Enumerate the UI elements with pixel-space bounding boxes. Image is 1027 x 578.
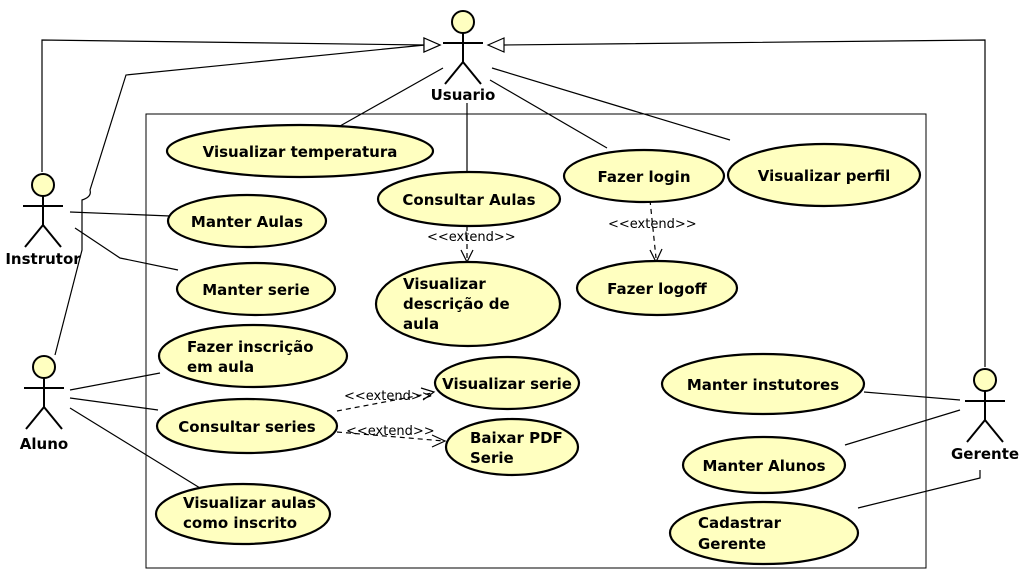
assoc-usuario-login xyxy=(489,79,608,149)
actor-gerente-label: Gerente xyxy=(951,445,1019,463)
svg-text:Manter instutores: Manter instutores xyxy=(687,376,839,394)
usecase-visualizar-aulas-inscrito[interactable]: Visualizar aulas como inscrito xyxy=(154,482,332,546)
usecase-baixar-pdf-serie[interactable]: Baixar PDF Serie xyxy=(444,417,580,477)
assoc-gerente-cadastrar xyxy=(857,470,981,509)
svg-text:aula: aula xyxy=(403,315,439,333)
usecase-manter-instrutores[interactable]: Manter instutores xyxy=(660,352,866,416)
usecase-consultar-aulas[interactable]: Consultar Aulas xyxy=(376,170,562,228)
svg-text:em aula: em aula xyxy=(187,358,254,376)
assoc-gerente-instrutores xyxy=(863,391,961,401)
extend-arrow-baixar xyxy=(431,434,447,448)
svg-text:Fazer inscrição: Fazer inscrição xyxy=(187,338,314,356)
usecase-manter-serie[interactable]: Manter serie xyxy=(175,261,337,317)
svg-text:Manter Alunos: Manter Alunos xyxy=(702,457,825,475)
svg-text:Consultar Aulas: Consultar Aulas xyxy=(402,191,535,209)
svg-text:descrição de: descrição de xyxy=(403,295,510,313)
svg-text:como inscrito: como inscrito xyxy=(183,514,297,532)
actor-usuario-label: Usuario xyxy=(431,86,496,104)
extend-label-logoff: <<extend>> xyxy=(608,217,697,232)
extend-login-logoff xyxy=(649,199,657,259)
assoc-instrutor-manter-aulas xyxy=(69,211,171,217)
assoc-usuario-temperatura xyxy=(339,67,444,127)
usecase-manter-aulas[interactable]: Manter Aulas xyxy=(166,193,328,249)
actor-aluno-head xyxy=(32,355,56,379)
svg-text:Gerente: Gerente xyxy=(698,535,766,553)
generalization-instrutor-usuario xyxy=(41,39,426,172)
svg-text:Visualizar perfil: Visualizar perfil xyxy=(758,167,891,185)
svg-text:Fazer login: Fazer login xyxy=(597,168,690,186)
extend-arrow-visualizar xyxy=(420,387,436,401)
svg-text:Manter serie: Manter serie xyxy=(202,281,310,299)
actor-aluno[interactable]: Aluno xyxy=(20,355,68,453)
assoc-gerente-alunos xyxy=(844,409,961,446)
svg-text:Visualizar aulas: Visualizar aulas xyxy=(183,494,316,512)
actor-instrutor[interactable]: Instrutor xyxy=(5,173,81,268)
usecase-consultar-series[interactable]: Consultar series xyxy=(155,397,339,455)
svg-text:Consultar series: Consultar series xyxy=(178,418,315,436)
actor-gerente[interactable]: Gerente xyxy=(951,368,1019,463)
usecase-manter-alunos[interactable]: Manter Alunos xyxy=(681,435,847,495)
usecase-visualizar-serie[interactable]: Visualizar serie xyxy=(433,355,581,411)
actor-instrutor-label: Instrutor xyxy=(5,250,81,268)
svg-text:Visualizar temperatura: Visualizar temperatura xyxy=(203,143,398,161)
generalization-aluno-usuario xyxy=(54,44,426,356)
usecase-fazer-inscricao[interactable]: Fazer inscrição em aula xyxy=(157,323,349,389)
assoc-aluno-consultar-series xyxy=(69,397,159,411)
generalization-head-aluno xyxy=(423,37,442,53)
svg-text:Cadastrar: Cadastrar xyxy=(698,514,782,532)
assoc-instrutor-manter-serie xyxy=(74,227,179,271)
svg-text:Visualizar: Visualizar xyxy=(403,275,486,293)
svg-text:Fazer logoff: Fazer logoff xyxy=(607,280,708,298)
svg-text:Manter Aulas: Manter Aulas xyxy=(191,213,303,231)
generalization-head-gerente xyxy=(486,37,505,53)
usecase-visualizar-perfil[interactable]: Visualizar perfil xyxy=(726,142,922,208)
extend-label-baixar: <<extend>> xyxy=(346,424,435,439)
svg-text:Visualizar serie: Visualizar serie xyxy=(442,375,572,393)
svg-text:Serie: Serie xyxy=(470,449,514,467)
actor-gerente-head xyxy=(973,368,997,392)
generalization-gerente-usuario xyxy=(503,39,986,367)
usecase-visualizar-descricao-aula[interactable]: Visualizar descrição de aula xyxy=(374,260,562,348)
actor-instrutor-head xyxy=(31,173,55,197)
usecase-visualizar-temperatura[interactable]: Visualizar temperatura xyxy=(165,123,435,179)
assoc-aluno-aulas-inscrito xyxy=(69,407,201,489)
extend-label-visualizar: <<extend>> xyxy=(344,389,433,404)
extend-label-descricao: <<extend>> xyxy=(427,230,516,245)
actor-aluno-label: Aluno xyxy=(20,435,68,453)
assoc-aluno-inscricao xyxy=(69,372,161,391)
svg-text:Baixar PDF: Baixar PDF xyxy=(470,429,563,447)
usecase-fazer-logoff[interactable]: Fazer logoff xyxy=(575,259,739,317)
system-boundary xyxy=(145,113,927,569)
extend-series-visualizar xyxy=(336,392,433,412)
actor-usuario[interactable]: Usuario xyxy=(431,10,496,104)
actor-usuario-head xyxy=(451,10,475,34)
usecase-fazer-login[interactable]: Fazer login xyxy=(562,148,726,204)
usecase-cadastrar-gerente[interactable]: Cadastrar Gerente xyxy=(668,500,860,566)
assoc-usuario-perfil xyxy=(491,67,731,141)
